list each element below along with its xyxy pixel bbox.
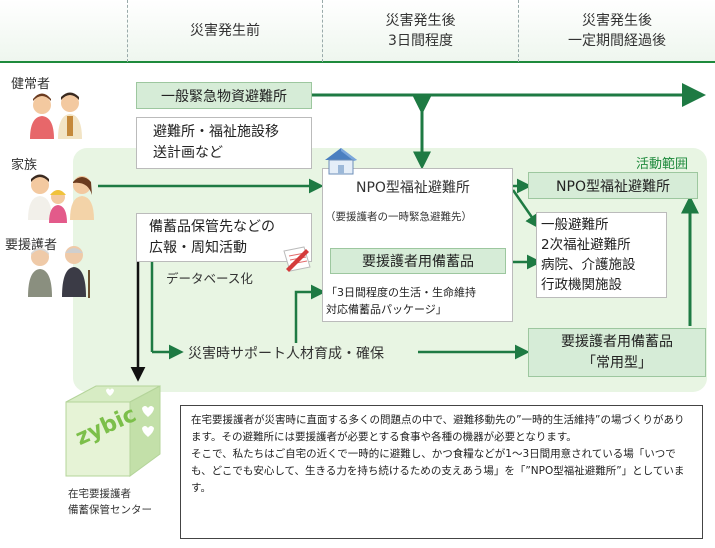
storage-center-cube — [65, 385, 161, 477]
npo-shelter-mid-label: NPO型福祉避難所 — [356, 180, 470, 196]
npo-sub-label: （要援護者の一時緊急避難先） — [325, 211, 472, 223]
explanation-note: 在宅要援護者が災害時に直面する多くの問題点の中で、避難移動先の”一時的生活維持”… — [180, 405, 703, 539]
note-paragraph-1: 在宅要援護者が災害時に直面する多くの問題点の中で、避難移動先の”一時的生活維持”… — [191, 414, 685, 443]
npo-group-frame — [322, 168, 513, 322]
column-header-before: 災害発生前 — [190, 23, 260, 39]
header-band — [0, 0, 715, 62]
arrow-support-to-package — [294, 284, 326, 352]
transport-plan-box: 避難所・福祉施設移 送計画など — [136, 117, 312, 169]
general-shelter-box: 一般緊急物資避難所 — [136, 82, 312, 109]
house-icon — [325, 148, 357, 175]
column-header-3days: 災害発生後 3日間程度 — [385, 13, 456, 49]
npo-shelter-right-box: NPO型福祉避難所 — [528, 172, 698, 199]
activity-range-label: 活動範囲 — [636, 157, 689, 172]
note-paragraph-2: そこで、私たちはご自宅の近くで一時的に避難し、かつ食糧などが1～3日間用意されて… — [191, 448, 685, 494]
publicity-box: 備蓄品保管先などの 広報・周知活動 — [136, 213, 312, 262]
facilities-box: 一般避難所 2次福祉避難所 病院、介護施設 行政機関施設 — [536, 212, 667, 298]
package-box: 「3日間程度の生活・生命維持 対応備蓄品パッケージ」 — [326, 286, 476, 316]
people-label-healthy: 健常者 — [11, 77, 51, 92]
column-divider — [518, 0, 519, 62]
pen-paper-icon — [283, 246, 311, 272]
column-header-later: 災害発生後 一定期間経過後 — [568, 13, 666, 49]
supplies-right-box: 要援護者用備蓄品 「常用型」 — [528, 328, 706, 377]
care-receivers-icon — [28, 246, 90, 298]
family-people-icon — [28, 174, 94, 223]
healthy-people-icon — [30, 92, 82, 139]
database-label: データベース化 — [166, 271, 253, 286]
people-illustrations — [28, 92, 94, 298]
column-divider — [322, 0, 323, 62]
center-caption: 在宅要援護者 備蓄保管センター — [68, 488, 152, 516]
supplies-mid-box: 要援護者用備蓄品 — [330, 248, 506, 274]
column-divider — [127, 0, 128, 62]
arrow-npo-to-facilities — [511, 189, 541, 230]
support-label: 災害時サポート人材育成・確保 — [186, 343, 386, 363]
header-rule — [0, 61, 715, 63]
people-label-family: 家族 — [11, 158, 38, 173]
heart-icon — [106, 388, 154, 437]
